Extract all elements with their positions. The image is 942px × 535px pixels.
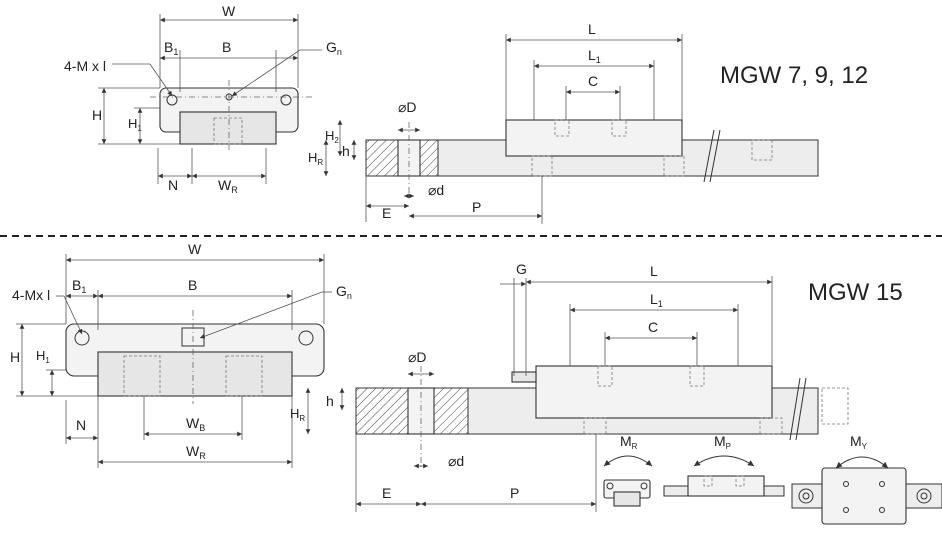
top-title: MGW 7, 9, 12 [720, 62, 868, 89]
top-label-B1: B1 [164, 39, 178, 57]
top-label-H2: H2 [325, 128, 339, 145]
bottom-label-N: N [76, 417, 86, 433]
top-label-E: E [382, 205, 391, 221]
bottom-label-P: P [510, 485, 519, 501]
top-side-dims: ⌀D H2 h HR ⌀d E P L L1 [308, 21, 683, 224]
label-MP: MP [714, 433, 731, 451]
top-rail-section [179, 111, 277, 145]
top-section: MGW 7, 9, 12 W B1 B Gn 4-M x [64, 3, 868, 224]
bottom-label-L1: L1 [650, 291, 663, 309]
bottom-side-view [355, 365, 849, 470]
bottom-label-B1: B1 [72, 277, 86, 295]
bottom-section: MGW 15 W B1 B Gn 4-Mx l [10, 241, 942, 525]
bottom-front-view [65, 310, 325, 404]
bottom-label-d: ⌀d [448, 453, 464, 469]
moment-mp-diagram: MP [663, 433, 785, 497]
bottom-label-H1: H1 [36, 348, 50, 365]
top-front-view [150, 80, 315, 150]
bottom-rail-section [97, 351, 293, 397]
top-label-H1: H1 [128, 116, 142, 133]
top-label-L1: L1 [588, 47, 601, 65]
bottom-label-M: 4-Mx l [12, 287, 50, 303]
top-label-B: B [222, 39, 231, 55]
top-label-d: ⌀d [428, 182, 444, 198]
top-label-H: H [92, 107, 102, 123]
top-break-mark [709, 129, 721, 183]
moment-my-diagram: MY [791, 433, 942, 525]
top-tap-hole-1 [554, 119, 570, 137]
top-block-side [505, 119, 683, 157]
top-label-HR: HR [308, 150, 323, 167]
top-rail-hole [213, 117, 243, 145]
top-label-M: 4-M x l [64, 58, 106, 74]
bottom-label-h: h [326, 393, 334, 409]
top-label-N: N [168, 177, 178, 193]
bottom-side-dims: ⌀D h HR ⌀d E P G L L1 [290, 261, 773, 512]
top-label-D: ⌀D [398, 99, 417, 115]
top-screw-right-icon [280, 94, 292, 106]
label-MR: MR [620, 433, 638, 451]
bottom-block-side [535, 365, 773, 419]
top-label-Gn: Gn [326, 39, 342, 57]
label-MY: MY [850, 433, 868, 451]
bottom-label-W: W [188, 241, 202, 257]
bottom-label-E: E [382, 485, 391, 501]
bottom-label-Gn: Gn [336, 283, 352, 301]
bottom-label-D: ⌀D [408, 349, 427, 365]
bottom-grease-fitting [511, 371, 537, 383]
bottom-label-WB: WB [186, 415, 205, 433]
bottom-front-dims: W B1 B Gn 4-Mx l H H1 N [10, 241, 352, 468]
top-label-W: W [222, 3, 236, 19]
bottom-label-B: B [188, 277, 197, 293]
top-label-C: C [588, 73, 598, 89]
top-front-dims: W B1 B Gn 4-M x l H H1 N W [64, 3, 342, 195]
top-screw-left-icon [166, 94, 178, 106]
bottom-title: MGW 15 [808, 279, 903, 306]
bottom-label-L: L [650, 263, 658, 279]
moment-mr-diagram: MR [603, 433, 653, 507]
top-tap-hole-2 [611, 119, 627, 137]
top-label-L: L [588, 21, 596, 37]
top-label-WR: WR [218, 177, 238, 195]
bottom-label-C: C [648, 319, 658, 335]
bottom-break-mark [795, 377, 807, 441]
top-side-view [365, 119, 819, 200]
bottom-label-HR: HR [290, 406, 305, 423]
bottom-label-WR: WR [186, 443, 206, 461]
top-label-P: P [472, 199, 481, 215]
bottom-label-H: H [10, 349, 20, 365]
bottom-screw-right-icon [298, 330, 314, 346]
bottom-label-G: G [516, 261, 527, 277]
top-label-h: h [342, 143, 350, 159]
